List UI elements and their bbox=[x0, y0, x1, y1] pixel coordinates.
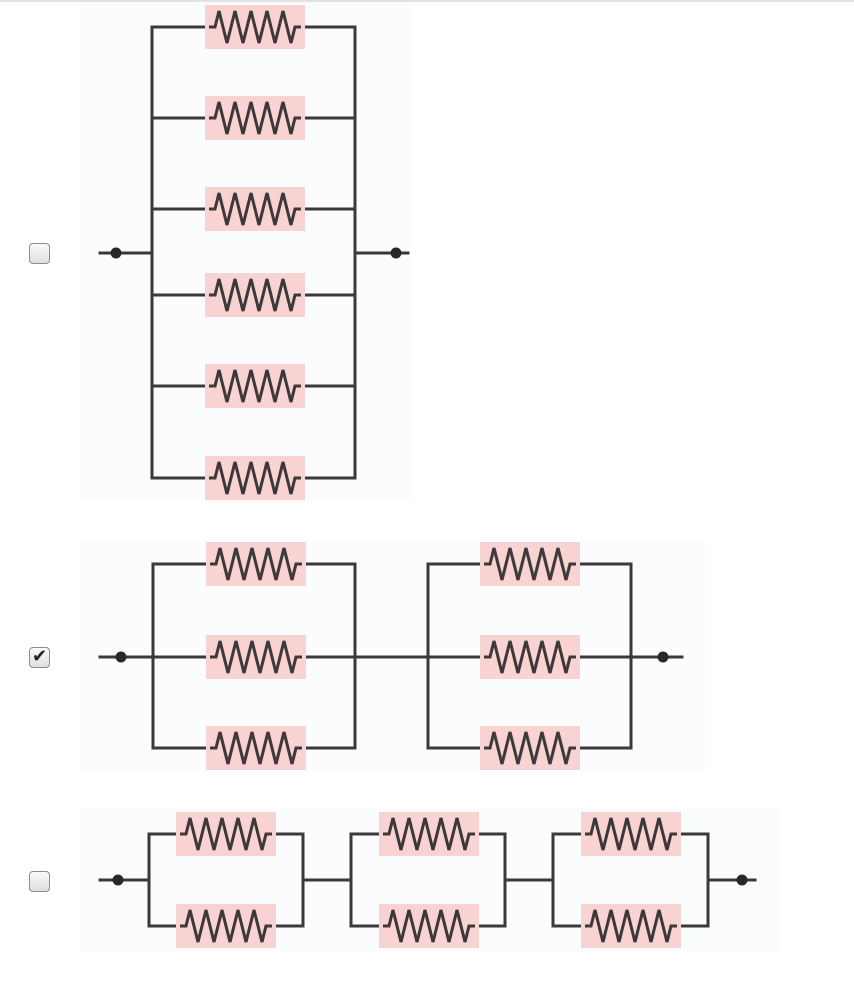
option-1-circuit-diagram bbox=[80, 2, 410, 502]
resistor-icon bbox=[480, 635, 580, 679]
checkmark-icon: ✔ bbox=[32, 646, 48, 667]
resistor-icon bbox=[206, 726, 306, 770]
resistor-icon bbox=[379, 812, 479, 856]
terminal-node-icon bbox=[115, 651, 127, 663]
option-2-checkbox[interactable]: ✔ bbox=[29, 646, 50, 668]
terminal-node-icon bbox=[110, 247, 122, 259]
resistor-icon bbox=[206, 635, 306, 679]
resistor-icon bbox=[205, 96, 305, 140]
option-3-circuit-diagram bbox=[80, 808, 780, 953]
option-2-circuit-svg bbox=[98, 542, 684, 770]
option-3-checkbox[interactable] bbox=[29, 871, 50, 892]
resistor-icon bbox=[205, 187, 305, 231]
terminal-node-icon bbox=[112, 874, 124, 886]
option-2-circuit-diagram bbox=[80, 540, 705, 772]
resistor-icon bbox=[379, 904, 479, 948]
option-1-checkbox[interactable] bbox=[29, 243, 50, 264]
resistor-icon bbox=[205, 273, 305, 317]
resistor-icon bbox=[176, 812, 276, 856]
resistor-icon bbox=[581, 904, 681, 948]
resistor-icon bbox=[480, 726, 580, 770]
resistor-icon bbox=[205, 5, 305, 49]
top-divider bbox=[0, 0, 854, 2]
resistor-icon bbox=[581, 812, 681, 856]
terminal-node-icon bbox=[736, 874, 748, 886]
option-3-circuit-svg bbox=[98, 812, 757, 948]
resistor-icon bbox=[205, 364, 305, 408]
resistor-icon bbox=[480, 542, 580, 586]
terminal-node-icon bbox=[657, 651, 669, 663]
resistor-icon bbox=[176, 904, 276, 948]
terminal-node-icon bbox=[390, 247, 402, 259]
resistor-icon bbox=[206, 542, 306, 586]
resistor-icon bbox=[205, 456, 305, 500]
option-1-circuit-svg bbox=[98, 5, 410, 500]
